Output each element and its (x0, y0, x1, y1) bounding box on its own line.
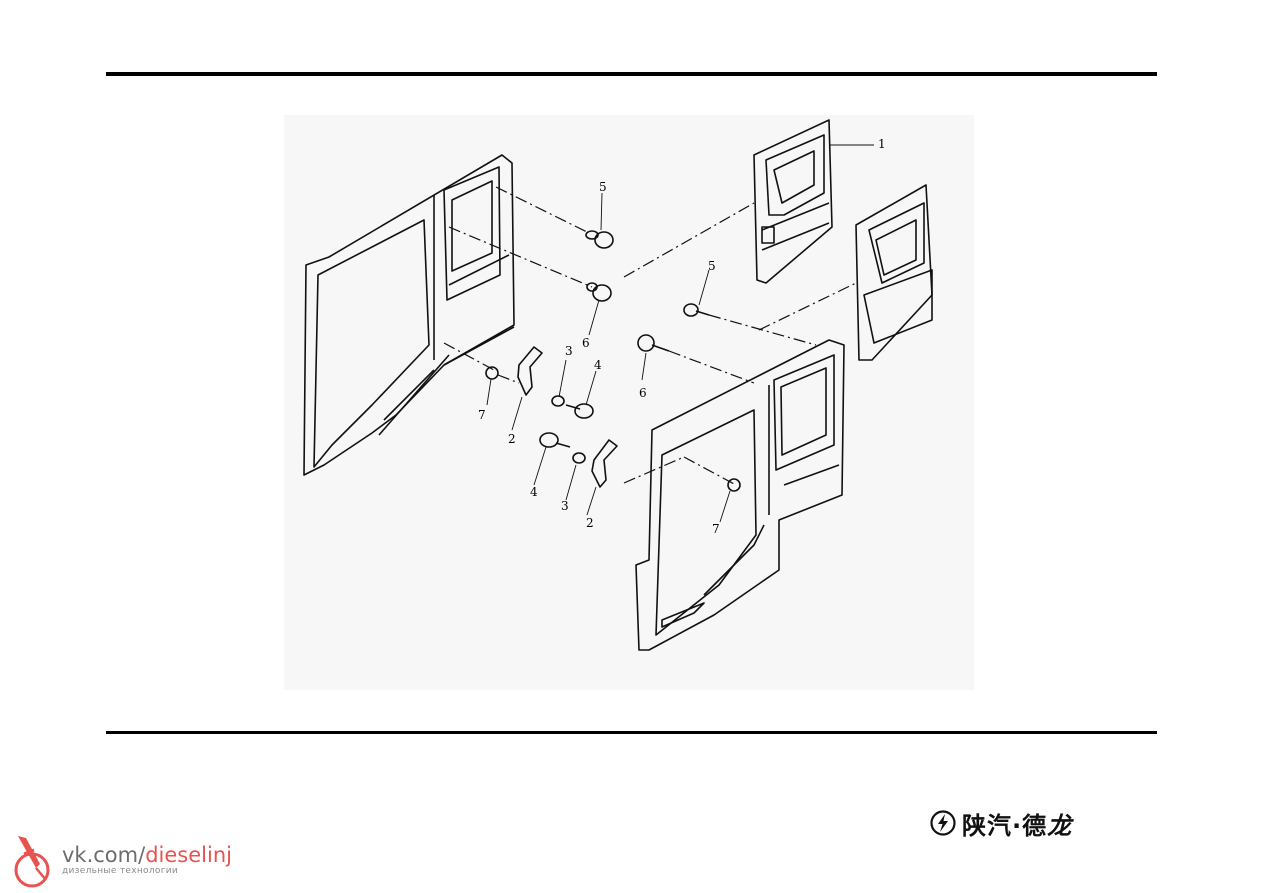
watermark: vk.com/dieselinj дизельные технологии (4, 830, 232, 890)
url-accent: dieselinj (145, 843, 232, 867)
right-door-frame (635, 339, 845, 651)
callout-5-right: 5 (708, 259, 716, 273)
bottom-rule (106, 731, 1157, 734)
left-door-frame (303, 154, 515, 476)
shacman-emblem-icon (930, 810, 956, 836)
hardware-parts (485, 230, 741, 492)
leader-lines (486, 144, 874, 523)
callout-6-left: 6 (582, 336, 590, 350)
top-rule (106, 72, 1157, 76)
brand-logo-char: 龙 (1047, 811, 1073, 840)
callout-7-left: 7 (478, 408, 486, 422)
brand-name: 陕汽·德龙 (962, 806, 1072, 841)
watermark-subtitle: дизельные технологии (62, 866, 179, 876)
inner-trim-panel (855, 184, 933, 361)
part-2-bracket-left (517, 346, 543, 396)
url-prefix: vk.com/ (62, 843, 146, 867)
callout-2-lower: 2 (586, 516, 594, 530)
watermark-url[interactable]: vk.com/dieselinj (62, 844, 232, 866)
callout-4-lower: 4 (530, 485, 538, 499)
callout-3-upper: 3 (565, 344, 573, 358)
watermark-text: vk.com/dieselinj дизельные технологии (62, 844, 232, 876)
callout-7-right: 7 (712, 522, 720, 536)
callout-3-lower: 3 (561, 499, 569, 513)
callout-4-upper: 4 (594, 358, 602, 372)
exploded-door-diagram: 1 5 6 5 6 3 4 7 2 4 3 2 7 (284, 115, 974, 690)
brand-text: 陕汽·德 (962, 811, 1048, 840)
callout-5-left: 5 (599, 180, 607, 194)
part-1-inner-panel (753, 119, 833, 284)
injector-logo-icon (14, 836, 50, 888)
callout-1: 1 (878, 137, 886, 151)
assembly-lines (443, 186, 857, 486)
part-2-bracket-right (591, 439, 618, 488)
callout-2-upper: 2 (508, 432, 516, 446)
brand-logo: 陕汽·德龙 (930, 806, 1072, 840)
callout-6-right: 6 (639, 386, 647, 400)
